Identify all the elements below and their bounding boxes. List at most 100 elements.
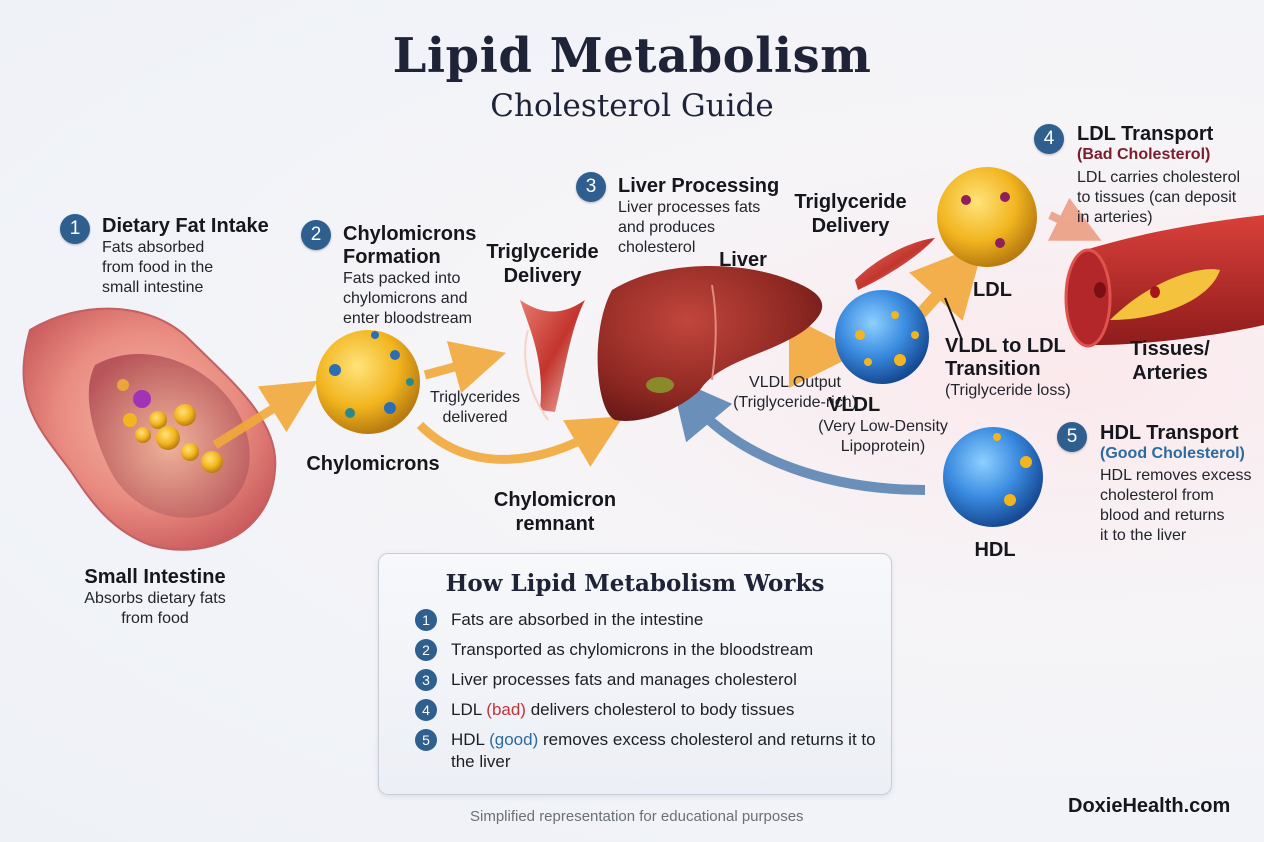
summary-item-badge: 3 — [415, 669, 437, 691]
step-1-desc-line: from food in the — [102, 259, 214, 276]
step-1-callout: 1 — [60, 214, 90, 244]
step-2-text: Chylomicrons Formation Fats packed into … — [343, 223, 476, 329]
step-2-title-line: Chylomicrons — [343, 223, 477, 245]
summary-item-text: Fats are absorbed in the intestine — [451, 609, 703, 631]
label-line: Lipoprotein) — [840, 438, 926, 455]
text-fragment: Fats are absorbed in the intestine — [451, 610, 704, 629]
muscle-illustration-right — [855, 238, 935, 290]
step-2-desc-line: chylomicrons and — [343, 290, 468, 307]
summary-item: 2 Transported as chylomicrons in the bloo… — [415, 639, 891, 661]
triglycerides-delivered-label: Triglycerides delivered — [420, 388, 530, 428]
page-subtitle: Cholesterol Guide — [490, 88, 774, 124]
arrow-remnant-to-liver — [416, 416, 624, 467]
text-fragment: Liver processes fats and manages cholest… — [451, 670, 797, 689]
step-1-title: Dietary Fat Intake — [102, 215, 269, 237]
liver-label: Liver — [719, 249, 767, 271]
step-4-desc-line: in arteries) — [1077, 209, 1153, 226]
text-fragment: Transported as chylomicrons in the blood… — [451, 640, 814, 659]
label-line: (Very Low-Density — [818, 418, 948, 435]
label-line: delivered — [442, 409, 508, 426]
keyword-bad: (bad) — [486, 700, 526, 719]
liver-illustration — [597, 266, 823, 421]
step-3-title: Liver Processing — [618, 175, 780, 197]
step-5-desc-line: it to the liver — [1100, 527, 1187, 544]
vldl-to-ldl-label: VLDL to LDL Transition (Triglyceride los… — [945, 335, 1085, 401]
text-fragment: delivers cholesterol to body tissues — [525, 700, 795, 719]
chylomicron-remnant-label: Chylomicron remnant — [485, 488, 625, 536]
summary-item-badge: 4 — [415, 699, 437, 721]
ldl-label: LDL — [973, 279, 1012, 301]
step-5-text: HDL Transport (Good Cholesterol) HDL rem… — [1100, 422, 1251, 546]
step-5-desc-line: HDL removes excess — [1100, 467, 1252, 484]
footer-note: Simplified representation for educationa… — [470, 808, 804, 825]
label-line: VLDL Output — [749, 374, 841, 391]
arrow-intestine-to-chylomicron — [212, 380, 318, 449]
label-line: Delivery — [811, 215, 890, 237]
page-title: Lipid Metabolism — [392, 28, 872, 84]
step-5-badge: 5 — [1057, 422, 1087, 452]
text-fragment: removes excess cholesterol and returns i… — [451, 730, 876, 771]
small-intestine-label: Small Intestine Absorbs dietary fats fro… — [50, 565, 260, 629]
small-intestine-title: Small Intestine — [84, 566, 226, 588]
artery-illustration — [1064, 215, 1264, 348]
summary-list: 1 Fats are absorbed in the intestine 2 Tran… — [379, 609, 891, 773]
summary-item: 1 Fats are absorbed in the intestine — [415, 609, 891, 631]
summary-item-badge: 5 — [415, 729, 437, 751]
ldl-particle — [937, 167, 1037, 267]
step-4-desc-line: LDL carries cholesterol — [1077, 169, 1241, 186]
step-3-desc-line: cholesterol — [618, 239, 696, 256]
chylomicrons-label: Chylomicrons — [306, 453, 440, 475]
label-line: VLDL to LDL — [945, 335, 1066, 357]
text-fragment: LDL — [451, 700, 487, 719]
keyword-good: (good) — [489, 730, 539, 749]
vldl-title: VLDL — [828, 394, 881, 416]
summary-item: 3 Liver processes fats and manages choles… — [415, 669, 891, 691]
summary-item: 5 HDL (good) removes excess cholesterol a… — [415, 729, 891, 773]
arrow-ldl-to-artery — [1047, 197, 1102, 241]
vldl-particle — [835, 290, 929, 384]
step-5-title: HDL Transport — [1100, 422, 1239, 444]
step-1-badge: 1 — [60, 214, 90, 244]
summary-item-text: HDL (good) removes excess cholesterol an… — [451, 729, 891, 773]
step-2-title-line: Formation — [343, 246, 441, 268]
label-line: (Triglyceride loss) — [945, 382, 1071, 399]
small-intestine-desc: Absorbs dietary fats — [84, 590, 226, 607]
label-line: Transition — [945, 358, 1041, 380]
summary-item-badge: 2 — [415, 639, 437, 661]
label-line: (Triglyceride-rich) — [733, 394, 857, 411]
step-4-badge: 4 — [1034, 124, 1064, 154]
step-5-desc-line: blood and returns — [1100, 507, 1225, 524]
summary-item-text: Transported as chylomicrons in the blood… — [451, 639, 813, 661]
label-line: Triglyceride — [794, 191, 907, 213]
label-line: Chylomicron — [493, 489, 617, 511]
triglyceride-delivery-right-label: Triglyceride Delivery — [788, 190, 913, 238]
step-4-text: LDL Transport (Bad Cholesterol) LDL carr… — [1077, 123, 1240, 228]
small-intestine-illustration — [22, 307, 277, 551]
hdl-label: HDL — [974, 539, 1016, 561]
step-4-title: LDL Transport — [1077, 123, 1214, 145]
step-2-badge: 2 — [301, 220, 331, 250]
hdl-particle — [943, 427, 1043, 527]
step-1-desc-line: small intestine — [102, 279, 204, 296]
summary-item-text: Liver processes fats and manages cholest… — [451, 669, 797, 691]
text-fragment: HDL — [451, 730, 490, 749]
step-1-desc-line: Fats absorbed — [102, 239, 205, 256]
vldl-ldl-pointer-line — [944, 297, 963, 341]
step-4-qualifier: (Bad Cholesterol) — [1077, 146, 1211, 163]
step-1-text: Dietary Fat Intake Fats absorbed from fo… — [102, 215, 269, 298]
small-intestine-desc: from food — [121, 610, 189, 627]
step-3-desc-line: Liver processes fats — [618, 199, 761, 216]
label-line: Arteries — [1132, 362, 1208, 384]
label-line: remnant — [515, 513, 595, 535]
step-5-qualifier: (Good Cholesterol) — [1100, 445, 1245, 462]
vldl-output-label: VLDL Output (Triglyceride-rich) — [730, 373, 860, 413]
label-line: Delivery — [503, 265, 582, 287]
step-3-callout: 3 — [576, 172, 606, 202]
summary-item-badge: 1 — [415, 609, 437, 631]
step-2-callout: 2 — [301, 220, 331, 250]
brand-logo: DoxieHealth.com — [1068, 795, 1231, 817]
step-3-text: Liver Processing Liver processes fats an… — [618, 175, 779, 258]
step-5-callout: 5 — [1057, 422, 1087, 452]
